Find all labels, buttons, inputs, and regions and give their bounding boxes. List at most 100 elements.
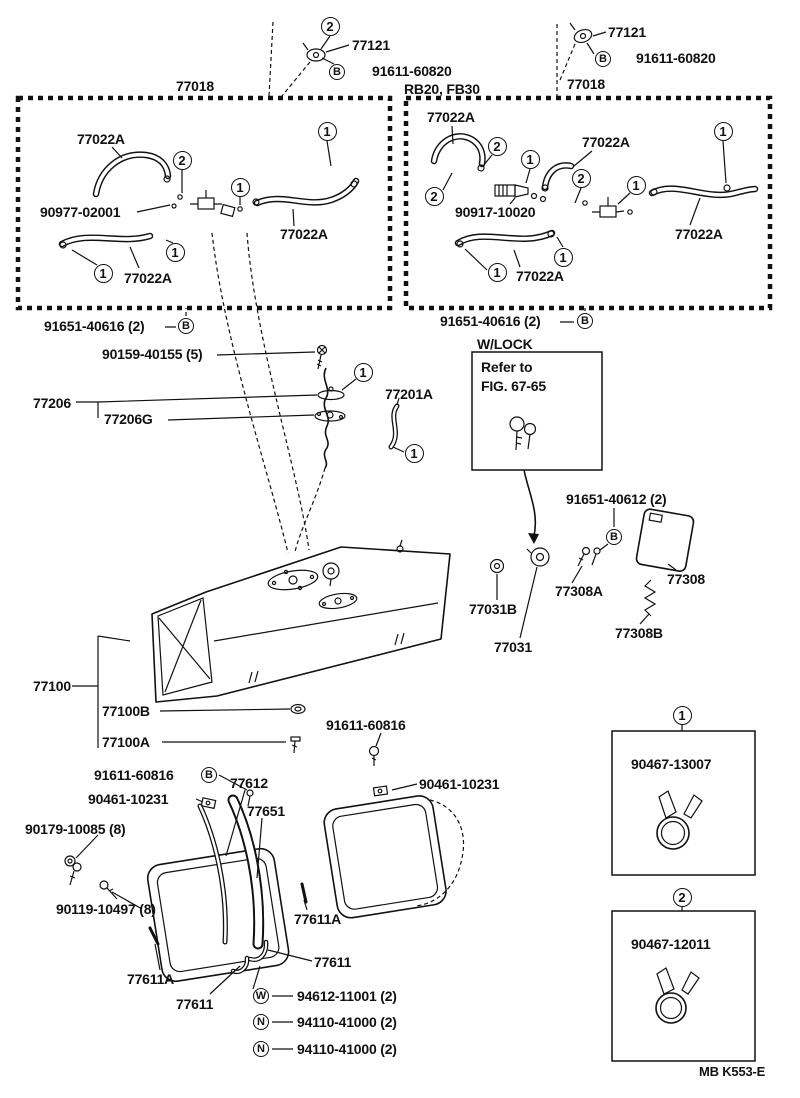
footer-drawing-code: MB K553-E [699,1064,766,1079]
part-77022a-r1: 77022A [427,109,475,125]
fuel-sender-assembly [76,344,357,553]
callout-n-bottom2: N [253,1041,269,1057]
callout-2-inset: 2 [672,887,692,907]
part-77031b: 77031B [469,601,517,617]
callout-2-lbox: 2 [172,150,192,170]
callout-w-bottom: W [253,988,269,1004]
part-91611-60816-low: 91611-60816 [94,767,174,783]
part-77022a-l1: 77022A [77,131,125,147]
callout-b-60816-low: B [201,767,217,783]
part-77022a-r2: 77022A [582,134,630,150]
part-91651-40616-right: 91651-40616 (2) [440,313,541,329]
callout-1-sender: 1 [353,362,373,382]
callout-1-rbox-c: 1 [626,175,646,195]
wlock-line2: FIG. 67-65 [481,378,546,394]
callout-1-lbox-c: 1 [165,242,185,262]
grommet-77121-right [556,22,607,96]
callout-b-91651-right: B [577,313,593,329]
callout-1-rbox-b: 1 [713,121,733,141]
part-90977-02001: 90977-02001 [40,204,121,220]
box-left-title-77018: 77018 [176,78,214,94]
part-94110-41000-a: 94110-41000 (2) [297,1014,397,1030]
part-77022a-l3: 77022A [124,270,172,286]
part-77022a-r4: 77022A [516,268,564,284]
inset2-part-90467-12011: 90467-12011 [631,936,711,952]
callout-1-77201a: 1 [404,443,424,463]
part-77201a: 77201A [385,386,433,402]
part-77611-mid: 77611 [314,954,352,970]
callout-1-lbox-b: 1 [230,177,250,197]
part-77308: 77308 [667,571,705,587]
wlock-key-art [509,416,539,544]
part-77100b: 77100B [102,703,150,719]
part-77611a-mid: 77611A [294,911,342,927]
callout-1-lbox-d: 1 [93,263,113,283]
part-77612: 77612 [230,775,268,791]
part-91611-60820-left: 91611-60820 [372,63,452,79]
part-91651-40612: 91651-40612 (2) [566,491,667,507]
callout-2-rbox-a: 2 [487,136,507,156]
part-91611-60816-mid: 91611-60816 [326,717,406,733]
part-90917-10020: 90917-10020 [455,204,536,220]
part-90159-40155: 90159-40155 (5) [102,346,203,362]
part-94110-41000-b: 94110-41000 (2) [297,1041,397,1057]
inset-clamp-2 [655,907,700,1024]
grommet-77121-left [268,21,350,97]
part-90119-10497: 90119-10497 (8) [56,901,156,917]
part-77121-left: 77121 [352,37,390,53]
part-77022a-l2: 77022A [280,226,328,242]
part-77611-left: 77611 [176,996,214,1012]
callout-2-topleft: 2 [320,16,340,36]
wlock-title: W/LOCK [477,336,533,352]
part-77651: 77651 [247,803,285,819]
part-77308b: 77308B [615,625,663,641]
part-77308a: 77308A [555,583,603,599]
callout-2-rbox-b: 2 [571,168,591,188]
tank-mount-hardware [72,635,382,766]
part-77100a: 77100A [102,734,150,750]
callout-b-40612: B [606,529,622,545]
part-77121-right: 77121 [608,24,646,40]
wlock-box [471,351,603,471]
callout-2-rbox-c: 2 [424,186,444,206]
part-77100: 77100 [33,678,71,694]
wlock-line1: Refer to [481,359,533,375]
callout-1-rbox-e: 1 [487,262,507,282]
part-77031: 77031 [494,639,532,655]
callout-1-lbox-a: 1 [317,121,337,141]
component-boxes [15,95,773,1062]
right-dashed-box [403,95,773,311]
inset-box-2 [611,910,756,1062]
inset-box-1 [611,730,756,876]
box-right-variant-rb20-fb30: RB20, FB30 [404,81,480,97]
part-90461-10231-left: 90461-10231 [88,791,169,807]
right-box-hose-group [430,125,759,271]
fuel-tank-drawing [151,539,451,703]
box-right-title-77018: 77018 [567,76,605,92]
inset-clamp-1 [656,725,703,850]
part-91611-60820-right: 91611-60820 [636,50,716,66]
callout-b-topleft: B [329,64,345,80]
part-90461-10231-right: 90461-10231 [419,776,500,792]
part-94612-11001: 94612-11001 (2) [297,988,397,1004]
part-77206g: 77206G [104,411,153,427]
callout-b-topright: B [595,51,611,67]
tank-band-frame-group [64,774,465,1050]
filler-door-group [489,508,695,639]
callout-b-91651-left: B [178,318,194,334]
part-90179-10085: 90179-10085 (8) [25,821,126,837]
hose-77201a [388,397,405,453]
callout-1-inset: 1 [672,705,692,725]
screw-91651-connectors [165,308,586,328]
part-77206: 77206 [33,395,71,411]
part-77611a-left: 77611A [127,971,175,987]
callout-1-rbox-a: 1 [520,149,540,169]
callout-1-rbox-d: 1 [553,247,573,267]
part-91651-40616-left: 91651-40616 (2) [44,318,145,334]
left-box-hose-group [58,140,360,554]
inset1-part-90467-13007: 90467-13007 [631,756,712,772]
callout-n-bottom1: N [253,1014,269,1030]
